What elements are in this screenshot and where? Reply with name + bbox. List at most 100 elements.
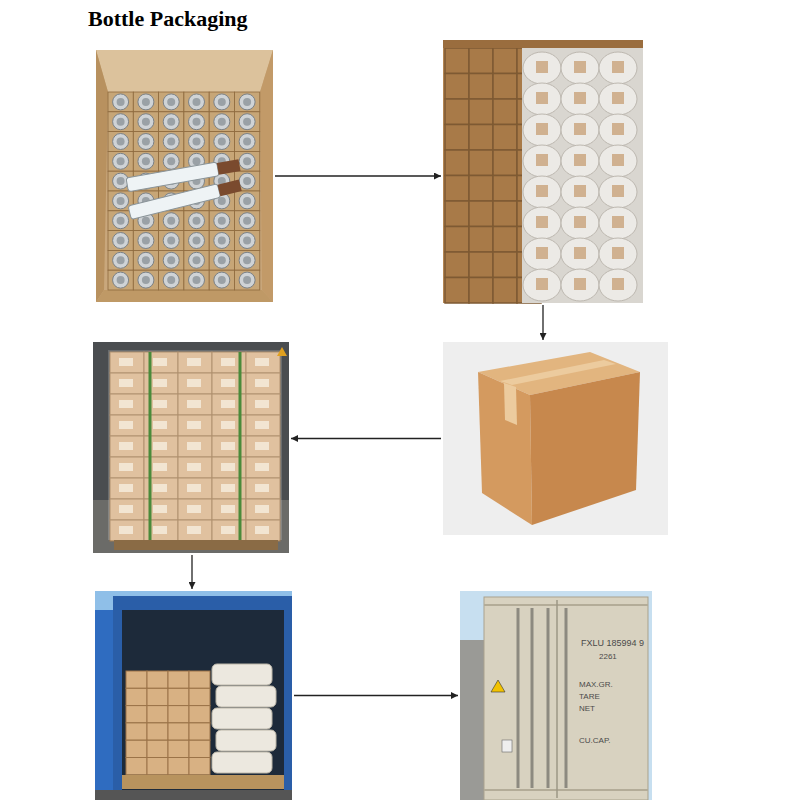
divider-photo-part xyxy=(445,99,469,125)
carton-photo-part xyxy=(163,114,179,130)
carton-photo-part xyxy=(163,272,179,288)
divider-photo-part xyxy=(561,176,599,208)
carton-photo-part xyxy=(167,276,175,284)
closed-box-photo-part xyxy=(443,342,668,535)
divider-photo-part xyxy=(469,201,493,227)
carton-photo-part xyxy=(113,272,129,288)
carton-photo-part xyxy=(214,134,230,150)
container-loading-photo-part xyxy=(168,671,189,688)
carton-photo-part xyxy=(218,276,226,284)
carton-photo-part xyxy=(243,157,251,165)
divider-photo-part xyxy=(469,99,493,125)
divider-photo-part xyxy=(561,52,599,84)
carton-photo-part xyxy=(159,250,184,270)
carton-photo-part xyxy=(235,132,260,152)
carton-photo-part xyxy=(239,233,255,249)
divider-photo-part xyxy=(536,185,548,197)
container-marking: NET xyxy=(578,705,596,714)
carton-photo-part xyxy=(209,270,234,290)
pallet-photo-part xyxy=(114,540,278,550)
divider-photo-part xyxy=(536,61,548,73)
divider-photo-part xyxy=(445,201,469,227)
container-loading-photo-part xyxy=(147,706,168,723)
carton-photo-part xyxy=(239,252,255,268)
carton-photo-part xyxy=(193,256,201,264)
carton-photo-part xyxy=(96,50,273,92)
carton-photo-part xyxy=(163,153,179,169)
carton-photo-part xyxy=(214,252,230,268)
carton-photo-part xyxy=(209,132,234,152)
carton-photo-part xyxy=(108,92,133,112)
divider-photo-part xyxy=(493,252,517,278)
carton-photo-part xyxy=(193,157,201,165)
carton-photo-part xyxy=(163,134,179,150)
container-loading-photo-part xyxy=(168,723,189,740)
divider-photo-part xyxy=(599,83,637,115)
carton-photo-part xyxy=(239,153,255,169)
container-loading-photo-part xyxy=(95,790,292,800)
divider-photo-part xyxy=(493,176,517,202)
carton-photo-part xyxy=(243,177,251,185)
divider-photo-part xyxy=(612,61,624,73)
carton-photo-part xyxy=(209,112,234,132)
divider-photo-part xyxy=(561,207,599,239)
container-loading-photo-part xyxy=(95,610,113,800)
carton-photo-part xyxy=(184,231,209,251)
carton-photo-part xyxy=(214,272,230,288)
carton-photo-part xyxy=(159,92,184,112)
carton-photo-part xyxy=(243,98,251,106)
container-loading-photo-part xyxy=(122,775,284,789)
container-loading-photo-part xyxy=(126,740,147,757)
carton-photo-part xyxy=(239,193,255,209)
carton-photo-part xyxy=(142,118,150,126)
closed-box-photo xyxy=(443,342,668,535)
carton-photo-part xyxy=(214,94,230,110)
container-loading-photo-part xyxy=(168,706,189,723)
container-loading-photo-part xyxy=(147,758,168,775)
carton-photo-part xyxy=(113,94,129,110)
divider-photo-part xyxy=(522,48,643,303)
carton-photo-part xyxy=(235,191,260,211)
container-loading-photo-part xyxy=(189,688,210,705)
container-loading-photo-part xyxy=(95,591,292,800)
carton-photo-part xyxy=(163,233,179,249)
pallet-photo-part xyxy=(239,352,242,540)
divider-photo-part xyxy=(536,92,548,104)
divider-photo-part xyxy=(445,74,469,100)
container-marking: MAX.GR. xyxy=(578,681,614,690)
carton-photo-part xyxy=(167,118,175,126)
container-loading-photo-part xyxy=(212,708,272,729)
container-photo-part xyxy=(460,640,484,800)
divider-photo-part xyxy=(574,216,586,228)
carton-photo-part xyxy=(189,272,205,288)
carton-photo-part xyxy=(117,157,125,165)
carton-photo-part xyxy=(133,132,158,152)
carton-photo-part xyxy=(218,179,242,196)
divider-photo-part xyxy=(469,252,493,278)
carton-photo-part xyxy=(159,132,184,152)
carton-photo-part xyxy=(189,252,205,268)
carton-photo-part xyxy=(189,233,205,249)
divider-photo-part xyxy=(612,123,624,135)
carton-photo-part xyxy=(239,173,255,189)
container-loading-photo-part xyxy=(216,730,276,751)
container-photo-part xyxy=(484,597,648,800)
carton-photo-part xyxy=(138,94,154,110)
container-loading-photo-part xyxy=(168,740,189,757)
flow-arrow xyxy=(542,305,543,340)
divider-photo-part xyxy=(599,238,637,270)
carton-photo-part xyxy=(117,256,125,264)
container-photo xyxy=(460,591,652,800)
container-marking: CU.CAP. xyxy=(578,737,611,746)
carton-photo-part xyxy=(108,270,133,290)
divider-photo-part xyxy=(493,99,517,125)
pallet-photo-part xyxy=(277,347,287,356)
divider-photo-part xyxy=(445,227,469,253)
container-loading-photo-part xyxy=(122,610,284,790)
pallet-photo-part xyxy=(108,350,282,540)
carton-photo-part xyxy=(239,213,255,229)
carton-photo-part xyxy=(218,118,226,126)
